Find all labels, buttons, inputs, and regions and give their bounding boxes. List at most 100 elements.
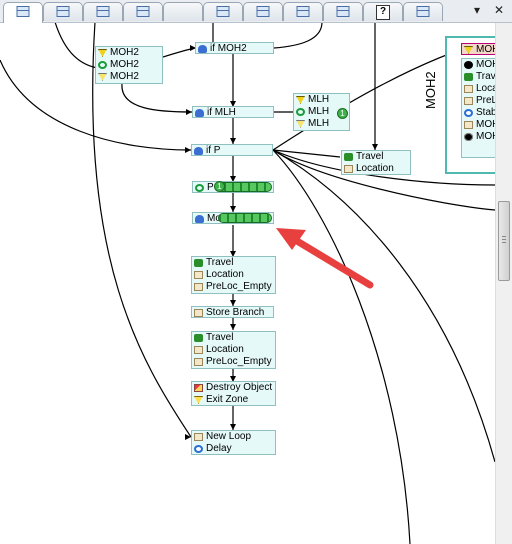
close-icon[interactable]: ✕ [494, 3, 505, 17]
moh2-panel[interactable]: MOH MOH Trav Locat PreL Stab MOH MOH [445, 36, 495, 174]
scrollbar-thumb[interactable] [498, 201, 510, 281]
node-label: Store Branch [206, 307, 265, 318]
decision-if-moh2[interactable]: if MOH2 [195, 42, 274, 54]
tab-table-7[interactable] [403, 2, 443, 21]
node-label: PreL [476, 95, 495, 106]
travel-icon [194, 334, 203, 342]
tab-blank[interactable] [163, 2, 203, 21]
location-icon [344, 165, 353, 173]
decision-if-mlh[interactable]: if MLH [192, 106, 274, 118]
tab-help[interactable]: ? [363, 2, 403, 21]
dot-icon [464, 61, 473, 69]
location-icon [464, 85, 473, 93]
destroy-exit-group[interactable]: Destroy Object Exit Zone [191, 381, 276, 406]
node-label: MOH [476, 119, 495, 130]
node-label: if MOH2 [210, 43, 247, 54]
node-label: Stab [476, 107, 495, 118]
flow-icon [16, 6, 30, 17]
table-icon [416, 6, 430, 17]
tab-table-1[interactable] [43, 2, 83, 21]
node-label: MOH2 [110, 71, 139, 82]
tab-table-3[interactable] [123, 2, 163, 21]
tab-table-6[interactable] [323, 2, 363, 21]
location-icon [194, 271, 203, 279]
decision-if-p[interactable]: if P [191, 144, 273, 156]
node-label: New Loop [206, 431, 252, 442]
node-label: Travel [206, 332, 234, 343]
node-label: MLH [308, 118, 330, 129]
loop-delay-group[interactable]: New Loop Delay [191, 430, 276, 455]
mlh-group[interactable]: MLH MLH MLH 1 [293, 93, 350, 131]
decision-icon [195, 215, 204, 223]
node-label: Destroy Object [206, 382, 273, 393]
travel-icon [464, 73, 473, 81]
flow-canvas[interactable]: if MOH2 MOH2 MOH2 MOH2 if MLH MLH MLH ML… [0, 23, 495, 544]
decision-icon [195, 109, 204, 117]
clock-icon [464, 109, 473, 117]
destroy-icon [194, 384, 203, 392]
tab-table-4[interactable] [203, 2, 243, 21]
store-icon [194, 309, 203, 317]
decision-icon [198, 45, 207, 53]
moh2-group[interactable]: MOH2 MOH2 MOH2 [95, 46, 163, 84]
node-label: MOH [476, 44, 495, 55]
travel-icon [344, 153, 353, 161]
node-label: Location [206, 269, 244, 280]
location-icon [194, 346, 203, 354]
store-branch[interactable]: Store Branch [191, 306, 274, 318]
table-icon [216, 6, 230, 17]
tab-table-5[interactable] [283, 2, 323, 21]
table-icon [96, 6, 110, 17]
node-label: MOH [476, 131, 495, 142]
node-label: MOH2 [110, 47, 139, 58]
travel-sequence-1[interactable]: Travel Location PreLoc_Empty [191, 256, 276, 294]
node-label: if P [206, 145, 221, 156]
loop-icon [194, 433, 203, 441]
filter-icon [98, 49, 107, 57]
node-label: Location [206, 344, 244, 355]
count-badge: 1 [337, 108, 348, 119]
decision-icon [194, 147, 203, 155]
loop-icon [195, 184, 204, 192]
tab-flow[interactable] [3, 2, 43, 23]
panel-header-node[interactable]: MOH [461, 43, 495, 55]
node-label: Travel [206, 257, 234, 268]
node-label: MOH [476, 59, 495, 70]
loop-icon [296, 108, 305, 116]
location-icon [464, 97, 473, 105]
red-arrow [276, 228, 374, 289]
wait-icon [98, 73, 107, 81]
travel-sequence-2[interactable]: Travel Location PreLoc_Empty [191, 331, 276, 369]
node-label: Mo [207, 213, 221, 224]
node-label: if MLH [207, 107, 236, 118]
tab-menu-icon[interactable]: ▾ [474, 3, 481, 17]
tab-bar: ? ▾ ✕ [0, 0, 512, 23]
panel-title-text: MOH2 [423, 71, 438, 109]
progress-bar [218, 213, 272, 223]
help-icon: ? [376, 5, 390, 20]
table-icon [136, 6, 150, 17]
node-label: Travel [356, 151, 384, 162]
node-label: Trav [476, 71, 495, 82]
clock-icon [194, 445, 203, 453]
node-label: Delay [206, 443, 232, 454]
travel-icon [194, 259, 203, 267]
node-label: P [207, 182, 214, 193]
exit-icon [194, 396, 203, 404]
count-badge: 1 [214, 181, 225, 192]
tab-table-2[interactable] [83, 2, 123, 21]
location-icon [194, 358, 203, 366]
table-icon [336, 6, 350, 17]
vertical-scrollbar[interactable] [495, 23, 512, 544]
travel-location-group[interactable]: Travel Location [341, 150, 411, 175]
connector-lines [0, 23, 495, 544]
table-icon [56, 6, 70, 17]
filter-icon [464, 46, 473, 54]
panel-node-group[interactable]: MOH Trav Locat PreL Stab MOH MOH [461, 58, 495, 158]
node-label: Exit Zone [206, 394, 249, 405]
tab-grid[interactable] [243, 2, 283, 21]
location-icon [464, 121, 473, 129]
table-icon [296, 6, 310, 17]
node-label: Locat [476, 83, 495, 94]
location-icon [194, 283, 203, 291]
